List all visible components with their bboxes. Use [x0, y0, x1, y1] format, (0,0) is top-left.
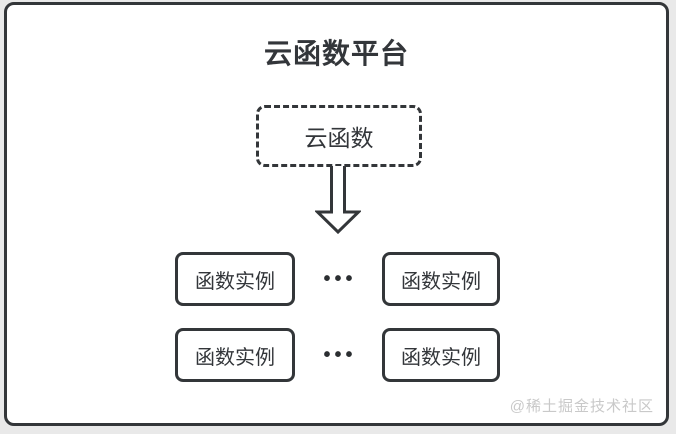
function-instance-box: 函数实例: [382, 328, 500, 382]
ellipsis-dots: •••: [323, 267, 357, 290]
function-instance-box: 函数实例: [382, 252, 500, 306]
function-instance-label: 函数实例: [401, 270, 481, 293]
watermark-text: @稀土掘金技术社区: [509, 398, 654, 415]
ellipsis-dots: •••: [323, 343, 357, 366]
down-arrow-icon: [313, 166, 363, 235]
function-instance-label: 函数实例: [195, 270, 275, 293]
function-instance-box: 函数实例: [175, 252, 295, 306]
function-instance-label: 函数实例: [195, 346, 275, 369]
cloud-function-box: 云函数: [256, 105, 422, 167]
cloud-function-label: 云函数: [304, 125, 374, 151]
function-instance-box: 函数实例: [175, 328, 295, 382]
platform-frame: 云函数平台 云函数 函数实例 ••• 函数实例 函数实例 ••• 函数实例 @稀…: [4, 2, 669, 426]
diagram-title: 云函数平台: [263, 38, 409, 69]
function-instance-label: 函数实例: [401, 346, 481, 369]
